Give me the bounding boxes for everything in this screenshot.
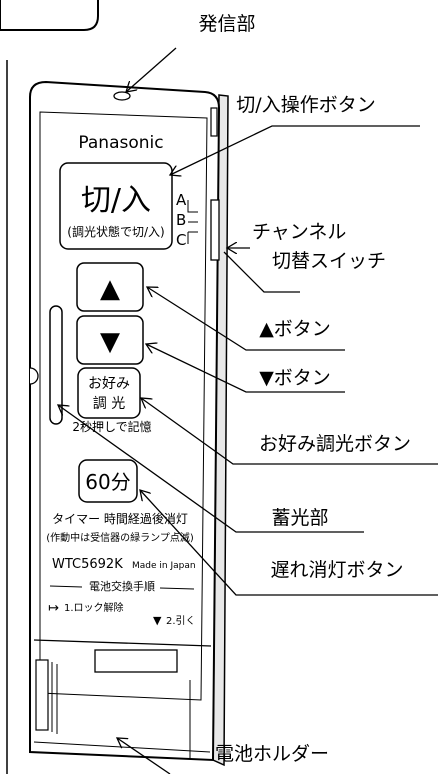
delay-off-button[interactable] [78,459,138,503]
transmitter-window [113,91,131,101]
remote-control: Panasonic 切/入 (調光状態で切/入) A B C ▲ ▼ お好み 調… [29,80,229,767]
callout-luminous: 蓄光部 [271,507,328,529]
on-off-sublabel: (調光状態で切/入) [67,224,164,239]
callout-on-off: 切/入操作ボタン [236,94,375,116]
timer-label: 60分 [85,470,130,494]
callout-favorite: お好み調光ボタン [259,433,411,455]
on-off-arrow [170,125,420,175]
favorite-line1: お好み [88,376,130,392]
frame-fragment [0,0,99,31]
step2-label: 2.引く [166,615,196,627]
callout-delay-off: 遅れ消灯ボタン [270,559,403,581]
luminous-arrow [58,405,364,533]
delay-off-arrow [140,490,438,596]
luminous-strip [49,305,63,425]
on-off-button[interactable] [59,162,173,250]
down-arrow [146,344,345,393]
channel-leader [223,251,300,293]
holder-top-edge [33,639,212,647]
transmitter-arrow [126,47,177,92]
up-button[interactable] [76,262,144,312]
callout-channel-2: 切替スイッチ [272,250,386,272]
channel-b: B [176,211,186,229]
remote-face [29,80,221,762]
callout-down: ▼ボタン [259,367,331,389]
left-notch [29,367,39,385]
made-in: Made in Japan [132,561,196,571]
up-symbol: ▲ [100,274,120,304]
on-off-label: 切/入 [81,183,151,218]
channel-switch [210,199,220,261]
battery-title-rule-right [159,587,195,590]
battery-holder-arrow [117,738,171,774]
battery-title: 電池交換手順 [89,579,155,593]
hold-note: 2秒押しで記憶 [72,419,151,434]
remote-inner-border [39,111,208,701]
channel-a: A [176,191,187,209]
up-arrow [147,287,345,351]
timer-desc-1: タイマー 時間経過後消灯 [52,512,188,526]
side-clip [210,107,218,137]
timer-desc-2: (作動中は受信器の緑ランプ点滅) [46,531,194,544]
channel-ticks [187,200,198,244]
battery-title-rule-left [49,585,83,588]
step1-arrow-icon: ↦ [48,601,59,616]
callout-battery-holder: 電池ホルダー [215,743,329,765]
callout-lines [58,47,438,774]
model-number: WTC5692K [52,557,123,572]
step2-arrow-icon: ▼ [153,614,162,627]
step1-label: 1.ロック解除 [64,601,124,614]
down-button[interactable] [76,315,144,365]
callout-transmitter: 発信部 [198,13,255,35]
callout-up: ▲ボタン [259,318,331,340]
favorite-button[interactable] [77,367,141,419]
holder-slot [94,649,178,673]
brand-logo: Panasonic [78,133,163,153]
holder-grip [35,659,49,731]
favorite-line2: 調 光 [93,396,125,412]
down-symbol: ▼ [100,327,120,357]
favorite-arrow [141,398,438,465]
callout-channel-1: チャンネル [252,221,346,243]
channel-c: C [176,231,186,249]
